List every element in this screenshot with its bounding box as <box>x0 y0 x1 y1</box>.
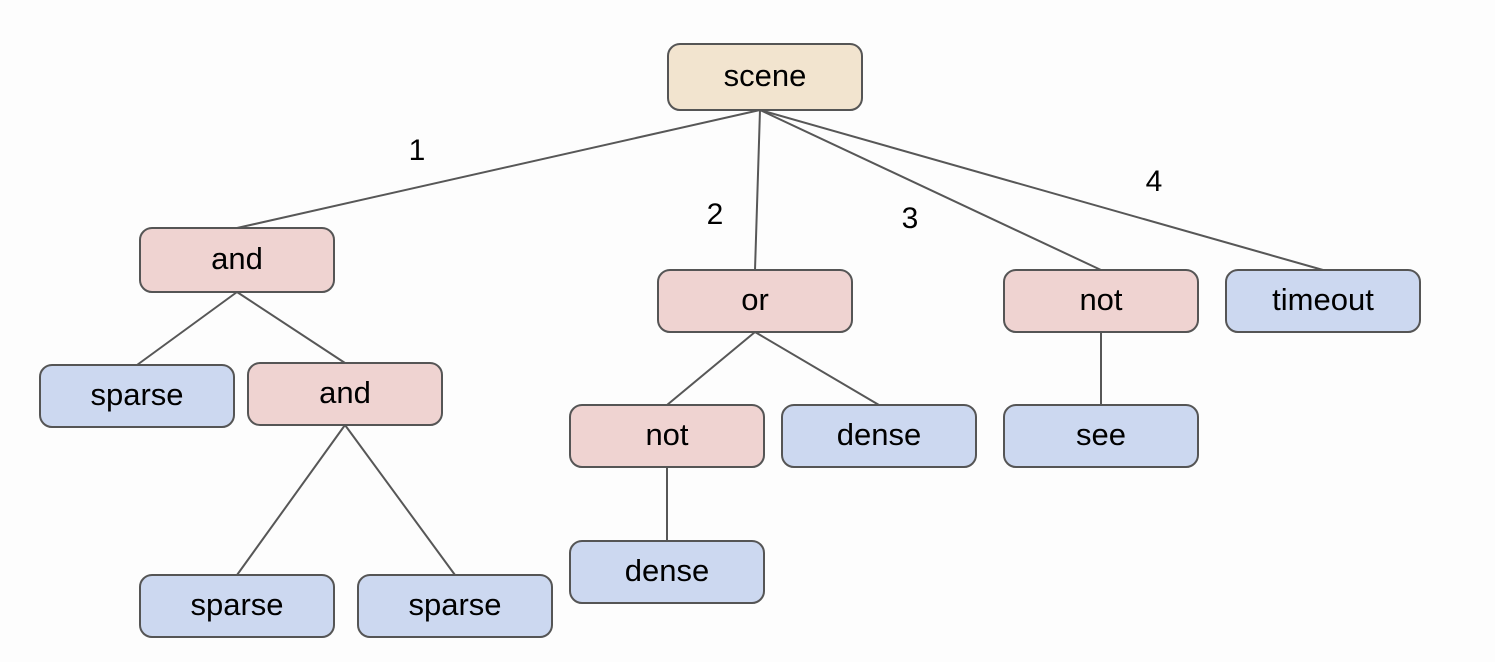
node-label-sparse2: sparse <box>190 587 283 622</box>
tree-node-sparse1[interactable]: sparse <box>39 364 235 428</box>
tree-node-and1[interactable]: and <box>139 227 335 293</box>
tree-edge-scene-to-not1 <box>759 109 1102 271</box>
tree-node-or1[interactable]: or <box>657 269 853 333</box>
edge-label-3: 3 <box>902 202 919 235</box>
edge-label-1: 1 <box>409 134 426 167</box>
tree-edge-scene-to-or1 <box>754 109 761 271</box>
node-box-or1[interactable] <box>657 269 853 333</box>
node-box-see1[interactable] <box>1003 404 1199 468</box>
tree-edge-and2-to-sparse3 <box>344 424 456 576</box>
edge-labels-layer: 1 2 3 4 <box>409 134 1163 235</box>
node-label-or1: or <box>741 282 769 317</box>
node-box-and1[interactable] <box>139 227 335 293</box>
node-label-dense2: dense <box>625 553 709 588</box>
node-box-sparse1[interactable] <box>39 364 235 428</box>
node-box-scene[interactable] <box>667 43 863 111</box>
tree-node-and2[interactable]: and <box>247 362 443 426</box>
node-box-timeout1[interactable] <box>1225 269 1421 333</box>
tree-edge-and1-to-sparse1 <box>136 291 238 366</box>
tree-edge-or1-to-not2 <box>666 331 756 406</box>
edges-layer <box>136 109 1324 576</box>
tree-node-sparse3[interactable]: sparse <box>357 574 553 638</box>
node-label-sparse3: sparse <box>408 587 501 622</box>
node-label-not2: not <box>645 417 688 452</box>
edge-label-4: 4 <box>1146 165 1163 198</box>
node-label-and2: and <box>319 375 371 410</box>
node-label-timeout1: timeout <box>1272 282 1374 317</box>
node-box-dense2[interactable] <box>569 540 765 604</box>
tree-node-dense2[interactable]: dense <box>569 540 765 604</box>
tree-node-see1[interactable]: see <box>1003 404 1199 468</box>
tree-node-dense1[interactable]: dense <box>781 404 977 468</box>
nodes-layer: scene and or not timeout sparse and not dense see… <box>39 43 1421 638</box>
node-label-dense1: dense <box>837 417 921 452</box>
tree-node-scene[interactable]: scene <box>667 43 863 111</box>
node-box-and2[interactable] <box>247 362 443 426</box>
node-label-not1: not <box>1079 282 1122 317</box>
node-box-not2[interactable] <box>569 404 765 468</box>
node-label-scene: scene <box>724 58 807 93</box>
node-box-dense1[interactable] <box>781 404 977 468</box>
node-label-sparse1: sparse <box>90 377 183 412</box>
node-label-see1: see <box>1076 417 1126 452</box>
tree-node-not1[interactable]: not <box>1003 269 1199 333</box>
node-box-not1[interactable] <box>1003 269 1199 333</box>
tree-edge-and2-to-sparse2 <box>236 424 346 576</box>
node-box-sparse3[interactable] <box>357 574 553 638</box>
tree-edge-and1-to-and2 <box>236 291 346 364</box>
tree-edge-scene-to-timeout1 <box>759 109 1324 271</box>
edge-label-2: 2 <box>707 198 724 231</box>
tree-edge-or1-to-dense1 <box>754 331 880 406</box>
node-label-and1: and <box>211 241 263 276</box>
tree-node-not2[interactable]: not <box>569 404 765 468</box>
tree-edge-scene-to-and1 <box>236 109 761 229</box>
tree-node-sparse2[interactable]: sparse <box>139 574 335 638</box>
node-box-sparse2[interactable] <box>139 574 335 638</box>
tree-node-timeout1[interactable]: timeout <box>1225 269 1421 333</box>
